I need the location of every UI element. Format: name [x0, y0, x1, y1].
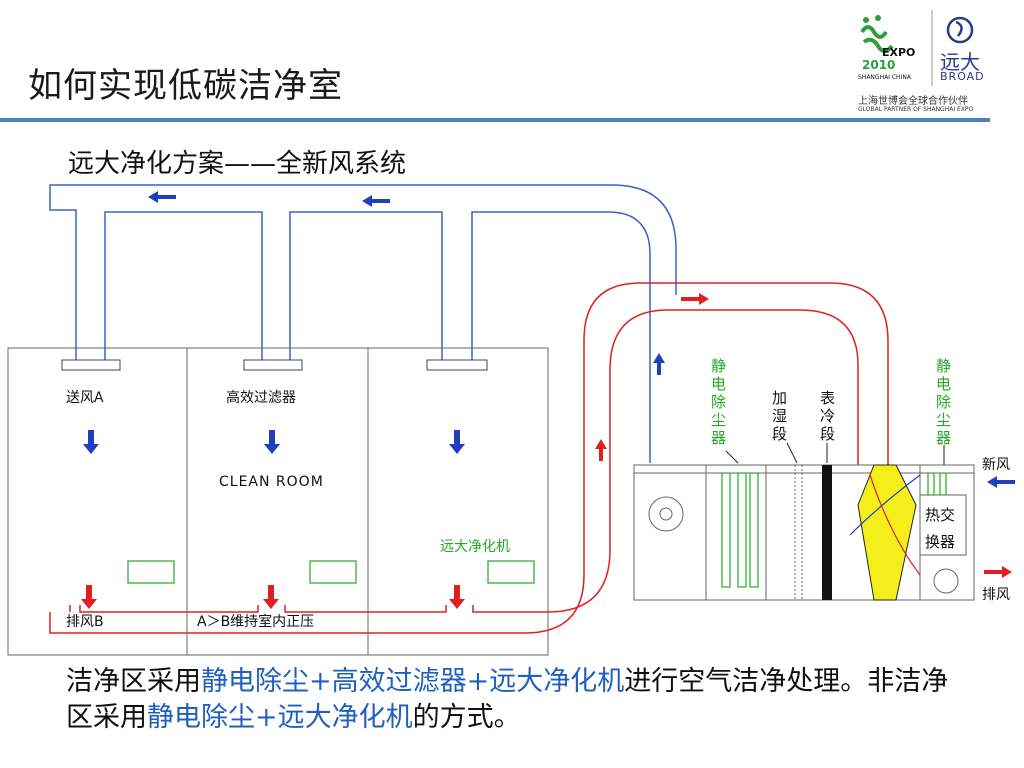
fresh-air-system-diagram: 送风A 高效过滤器 CLEAN ROOM 远大净化机 排风B A＞B维持室内正压…: [7, 184, 1015, 656]
esp-label-right: 静 电 除 尘 器: [936, 357, 951, 447]
positive-pressure-label: A＞B维持室内正压: [197, 613, 314, 630]
esp-modules: [721, 472, 947, 588]
expo-year: 2010: [862, 58, 896, 72]
heat-exchanger-label-2: 换器: [925, 533, 955, 551]
svg-text:电: 电: [711, 375, 726, 393]
expo-text: EXPO: [882, 46, 916, 59]
purifier-units: [127, 560, 535, 584]
caption-highlight-2: 静电除尘+远大净化机: [147, 702, 413, 733]
exhaust-arrows: [81, 585, 465, 609]
svg-text:器: 器: [711, 429, 726, 447]
svg-text:加: 加: [772, 389, 787, 407]
heat-exchanger: [857, 464, 917, 601]
caption: 洁净区采用静电除尘+高效过滤器+远大净化机进行空气洁净处理。非洁净区采用静电除尘…: [66, 664, 966, 736]
subtitle: 远大净化方案——全新风系统: [68, 149, 407, 179]
page-title: 如何实现低碳洁净室: [28, 66, 343, 106]
svg-text:除: 除: [936, 393, 951, 411]
svg-text:静: 静: [936, 357, 951, 375]
hepa-filters: [61, 359, 488, 371]
svg-text:尘: 尘: [936, 411, 951, 429]
caption-text-3: 的方式。: [412, 702, 521, 733]
expo-logo: [860, 10, 974, 86]
return-duct: [49, 282, 889, 634]
supply-a-label: 送风A: [66, 390, 104, 406]
supply-duct: [49, 184, 677, 463]
clean-room-box: [7, 347, 549, 656]
clean-room-label: CLEAN ROOM: [219, 474, 324, 490]
caption-text-1: 洁净区采用: [66, 666, 201, 697]
label-leaders: [725, 442, 945, 465]
svg-text:段: 段: [772, 425, 787, 443]
svg-text:冷: 冷: [820, 407, 835, 425]
duct-flow-arrows: [148, 191, 1015, 578]
caption-highlight-1: 静电除尘+高效过滤器+远大净化机: [201, 666, 625, 697]
svg-text:尘: 尘: [711, 411, 726, 429]
humidify-label: 加 湿 段: [772, 389, 787, 443]
humidify-cooling-sections: [794, 465, 832, 600]
broad-en-logo: BROAD: [940, 70, 985, 83]
partner-cn: 上海世博会全球合作伙伴: [858, 96, 968, 107]
exhaust-air-label: 排风: [982, 587, 1010, 603]
partner-en: GLOBAL PARTNER OF SHANGHAI EXPO: [858, 106, 974, 113]
svg-text:电: 电: [936, 375, 951, 393]
heat-exchanger-flows: [849, 474, 921, 576]
title-divider: [0, 118, 990, 122]
air-handling-unit: [633, 464, 975, 601]
cooling-label: 表 冷 段: [820, 389, 835, 443]
svg-text:静: 静: [711, 357, 726, 375]
exhaust-b-label: 排风B: [66, 614, 104, 630]
fresh-air-label: 新风: [982, 457, 1010, 473]
hepa-filter-label: 高效过滤器: [226, 389, 296, 406]
broad-cn-logo: 远大: [940, 50, 980, 74]
heat-exchanger-label-1: 热交: [925, 506, 955, 524]
svg-text:器: 器: [936, 429, 951, 447]
svg-text:段: 段: [820, 425, 835, 443]
svg-text:除: 除: [711, 393, 726, 411]
expo-city: SHANGHAI CHINA: [858, 74, 911, 81]
logo-area: EXPO 2010 SHANGHAI CHINA 远大 BROAD 上海世博会全…: [852, 8, 992, 116]
purifier-label: 远大净化机: [440, 539, 510, 555]
caption-text-2: 进行空气洁净处理。非洁净区采用: [66, 666, 949, 733]
svg-text:湿: 湿: [772, 407, 787, 425]
esp-label-left: 静 电 除 尘 器: [711, 357, 726, 447]
svg-text:表: 表: [820, 389, 835, 407]
supply-arrows: [83, 430, 465, 454]
